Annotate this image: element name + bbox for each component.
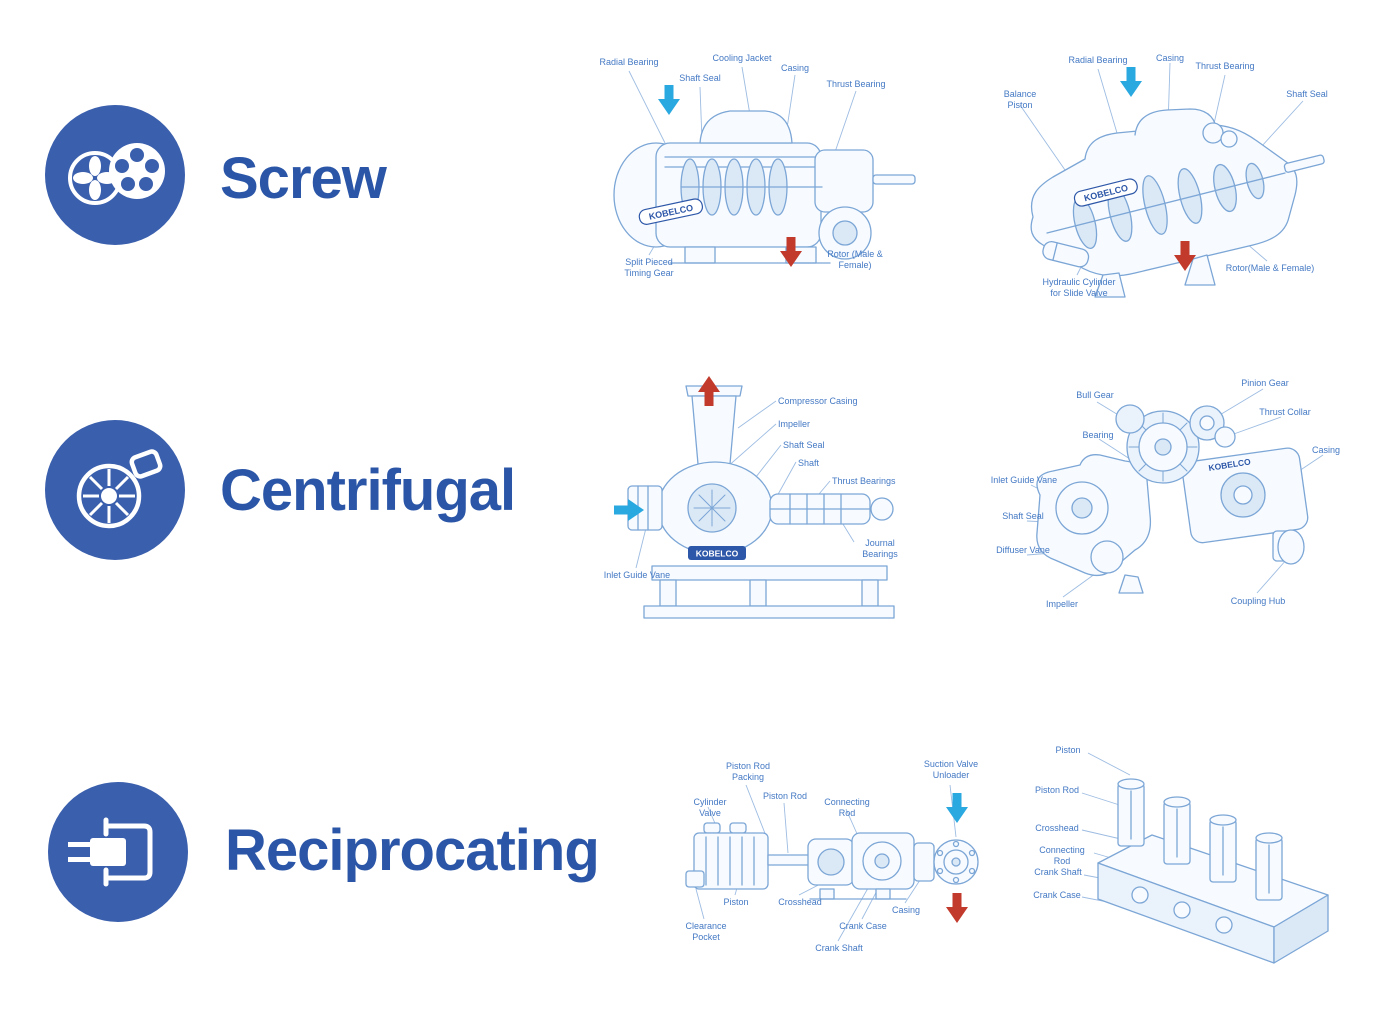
part-label-piston: Piston xyxy=(723,897,749,907)
cylinder-3 xyxy=(1209,814,1237,883)
kobelco-badge: KOBELCO xyxy=(638,198,704,225)
kobelco-badge: KOBELCO xyxy=(688,546,746,560)
row-title-screw: Screw xyxy=(220,146,387,211)
part-label-hydraulic-cylinder: Hydraulic Cylinder for Slide Valve xyxy=(1042,277,1116,299)
screw-cutaway-drawing: KOBELCO xyxy=(1019,62,1325,298)
part-label-thrust-bearing: Thrust Bearing xyxy=(1195,61,1255,71)
part-label-crank-case: Crank Case xyxy=(1033,890,1081,900)
part-label-impeller: Impeller xyxy=(778,419,811,429)
cylinder-4 xyxy=(1255,832,1283,901)
part-label-cooling-jacket: Cooling Jacket xyxy=(712,53,772,63)
discharge-flow-red-arrow-icon xyxy=(1174,241,1196,271)
suction-flow-blue-arrow-icon xyxy=(658,85,680,115)
part-label-rotor: Rotor (Male & Female) xyxy=(827,249,883,271)
kobelco-logo-text: KOBELCO xyxy=(696,549,739,559)
centrifugal-section-drawing: KOBELCO xyxy=(614,376,895,619)
part-label-thrust-bearing: Thrust Bearing xyxy=(826,79,886,89)
part-label-crosshead: Crosshead xyxy=(778,897,822,907)
part-label-casing: Casing xyxy=(1155,53,1184,63)
diagram-screw-side-view: KOBELCO Radial Bearing Shaft Seal Coolin… xyxy=(590,45,940,310)
reciprocating-isometric-art xyxy=(1097,778,1329,964)
part-label-cylinder-valve: Cylinder Valve xyxy=(693,797,727,819)
part-label-balance-piston: Balance Piston xyxy=(1003,89,1037,111)
part-label-thrust-collar: Thrust Collar xyxy=(1259,407,1311,417)
diagram-centrifugal-gear-cutaway: KOBELCO Bull Gear Pinion Gear Thrust Col… xyxy=(985,375,1345,635)
part-label-coupling-hub: Coupling Hub xyxy=(1230,596,1286,606)
part-label-timing-gear: Split Pieced Timing Gear xyxy=(624,257,674,279)
reciprocating-isometric-drawing xyxy=(1081,752,1329,964)
part-label-casing: Casing xyxy=(780,63,809,73)
screw-machine-art xyxy=(613,110,916,264)
screw-side-drawing: KOBELCO xyxy=(613,66,916,267)
cylinder-2 xyxy=(1163,796,1191,865)
part-label-rotor: Rotor(Male & Female) xyxy=(1225,263,1315,273)
part-label-shaft: Shaft xyxy=(798,458,820,468)
suction-flow-blue-arrow-icon xyxy=(1120,67,1142,97)
suction-flow-blue-arrow-icon xyxy=(614,499,644,521)
part-label-casing: Casing xyxy=(891,905,920,915)
part-label-journal-bearings: Journal Bearings xyxy=(862,538,898,560)
suction-flow-blue-arrow-icon xyxy=(946,793,968,823)
twin-screw-rotors-icon xyxy=(45,105,185,245)
row-title-centrifugal: Centrifugal xyxy=(220,458,516,523)
part-label-crank-shaft: Crank Shaft xyxy=(1034,867,1082,877)
part-label-thrust-bearings: Thrust Bearings xyxy=(832,476,896,486)
part-label-shaft-seal: Shaft Seal xyxy=(783,440,825,450)
centrifugal-gear-drawing: KOBELCO xyxy=(1026,388,1324,598)
part-label-inlet-guide-vane: Inlet Guide Vane xyxy=(603,570,671,580)
centrifugal-impeller-icon xyxy=(45,420,185,560)
centrifugal-gear-art xyxy=(1036,404,1309,594)
cylinder-1 xyxy=(1117,778,1145,847)
part-label-radial-bearing: Radial Bearing xyxy=(599,57,659,67)
part-label-compressor-casing: Compressor Casing xyxy=(778,396,858,406)
part-label-radial-bearing: Radial Bearing xyxy=(1068,55,1128,65)
part-label-shaft-seal: Shaft Seal xyxy=(1286,89,1328,99)
diagram-reciprocating-section: Piston Rod Packing Cylinder Valve Piston… xyxy=(680,745,985,965)
part-label-connecting-rod: Connecting Rod xyxy=(1039,845,1085,867)
part-label-piston-rod: Piston Rod xyxy=(1034,785,1080,795)
part-label-piston-rod: Piston Rod xyxy=(762,791,808,801)
screw-cutaway-art xyxy=(1030,108,1325,298)
part-label-piston-rod-packing: Piston Rod Packing xyxy=(725,761,771,783)
discharge-flow-red-arrow-icon xyxy=(946,893,968,923)
part-label-crank-shaft: Crank Shaft xyxy=(815,943,863,953)
part-label-bull-gear: Bull Gear xyxy=(1076,390,1114,400)
discharge-flow-red-arrow-icon xyxy=(780,237,802,267)
part-label-piston: Piston xyxy=(1055,745,1081,755)
centrifugal-machine-art xyxy=(627,385,895,619)
reciprocating-machine-art xyxy=(685,822,979,900)
part-label-pinion-gear: Pinion Gear xyxy=(1241,378,1289,388)
part-label-inlet-guide-vane: Inlet Guide Vane xyxy=(990,475,1058,485)
part-label-casing: Casing xyxy=(1311,445,1340,455)
piston-cylinder-icon xyxy=(48,782,188,922)
part-label-bearing: Bearing xyxy=(1082,430,1114,440)
part-label-crank-case: Crank Case xyxy=(839,921,887,931)
part-label-shaft-seal: Shaft Seal xyxy=(1002,511,1044,521)
part-label-diffuser-vane: Diffuser Vane xyxy=(996,545,1050,555)
row-title-reciprocating: Reciprocating xyxy=(225,818,600,883)
diagram-centrifugal-section: KOBELCO Compressor Casing Impeller Shaft… xyxy=(600,370,910,640)
part-label-impeller: Impeller xyxy=(1045,599,1078,609)
part-label-shaft-seal: Shaft Seal xyxy=(679,73,721,83)
diagram-screw-cutaway: KOBELCO Balance Piston Radial Bearing Ca… xyxy=(985,45,1345,315)
part-label-suction-valve-unloader: Suction Valve Unloader xyxy=(923,759,979,781)
discharge-flow-red-arrow-icon xyxy=(698,376,720,406)
part-label-clearance-pocket: Clearance Pocket xyxy=(685,921,727,943)
diagram-reciprocating-isometric: Piston Piston Rod Crosshead Connecting R… xyxy=(1030,735,1345,965)
part-label-crosshead: Crosshead xyxy=(1035,823,1079,833)
part-label-connecting-rod: Connecting Rod xyxy=(824,797,870,819)
reciprocating-section-drawing xyxy=(685,784,979,942)
